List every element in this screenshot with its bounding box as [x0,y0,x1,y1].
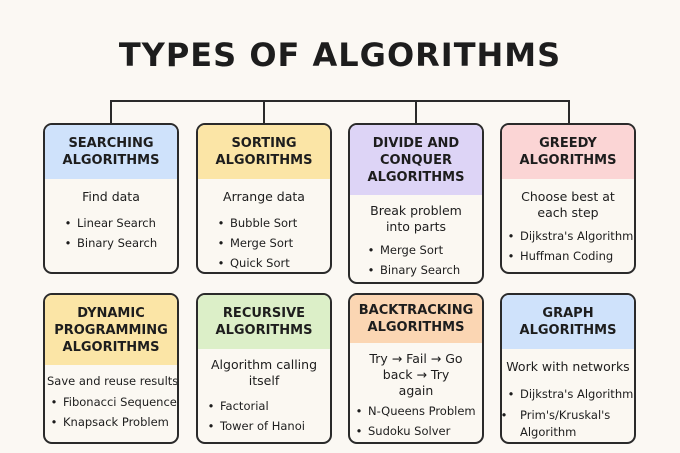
list-item: •Binary Search [64,236,158,250]
card-heading: SEARCHING ALGORITHMS [45,125,177,179]
card-greedy: GREEDY ALGORITHMS Choose best at each st… [500,123,636,274]
card-description: Work with networks [506,359,630,374]
list-item: •Bubble Sort [217,216,298,230]
card-description: Algorithm calling itself [211,357,317,388]
card-description: Find data [82,189,140,204]
list-item: •Fibonacci Sequence [50,395,177,409]
card-heading: RECURSIVE ALGORITHMS [198,295,330,349]
card-list: •Factorial •Tower of Hanoi [198,396,330,436]
card-heading: SORTING ALGORITHMS [198,125,330,179]
list-item: •Prim's/Kruskal's Algorithm [500,408,611,439]
card-dynamic-programming: DYNAMIC PROGRAMMING ALGORITHMS Save and … [43,293,179,444]
list-item: •Huffman Coding [507,249,614,263]
card-description: Break problem into parts [370,203,462,234]
card-backtracking: BACKTRACKING ALGORITHMS Try → Fail → Go … [348,293,484,444]
card-list: •Dijkstra's Algorithm •Huffman Coding [502,226,634,266]
card-description: Choose best at each step [521,189,615,220]
list-item: •Factorial [207,399,269,413]
card-list: •Dijkstra's Algorithm •Prim's/Kruskal's … [502,384,634,441]
list-item: •Tower of Hanoi [207,419,305,433]
list-item: •Dijkstra's Algorithm [507,387,634,401]
card-list: •Fibonacci Sequence •Knapsack Problem [45,392,177,432]
card-description: Save and reuse results [47,374,179,388]
list-item: •Binary Search [367,263,461,277]
card-searching: SEARCHING ALGORITHMS Find data •Linear S… [43,123,179,274]
card-graph: GRAPH ALGORITHMS Work with networks •Dij… [500,293,636,444]
list-item: •Sudoku Solver [355,424,451,438]
card-list: •Bubble Sort •Merge Sort •Quick Sort [198,213,330,272]
list-item: •Knapsack Problem [50,415,169,429]
card-list: •Merge Sort •Binary Search [350,240,482,280]
card-heading: GREEDY ALGORITHMS [502,125,634,179]
card-heading: DIVIDE AND CONQUER ALGORITHMS [350,125,482,195]
card-recursive: RECURSIVE ALGORITHMS Algorithm calling i… [196,293,332,444]
card-sorting: SORTING ALGORITHMS Arrange data •Bubble … [196,123,332,274]
card-divide-and-conquer: DIVIDE AND CONQUER ALGORITHMS Break prob… [348,123,484,284]
list-item: •Quick Sort [217,256,290,270]
list-item: •Dijkstra's Algorithm [507,229,634,243]
card-list: •Linear Search •Binary Search [45,213,177,253]
card-description: Try → Fail → Go back → Try again [369,351,463,398]
list-item: •Merge Sort [217,236,294,250]
card-description: Arrange data [223,189,305,204]
page-title: TYPES OF ALGORITHMS [118,36,562,74]
card-heading: DYNAMIC PROGRAMMING ALGORITHMS [45,295,177,365]
card-heading: GRAPH ALGORITHMS [502,295,634,349]
card-list: •N-Queens Problem •Sudoku Solver [350,401,482,441]
list-item: •Linear Search [64,216,156,230]
card-heading: BACKTRACKING ALGORITHMS [350,295,482,343]
list-item: •Merge Sort [367,243,444,257]
list-item: •N-Queens Problem [355,404,476,418]
